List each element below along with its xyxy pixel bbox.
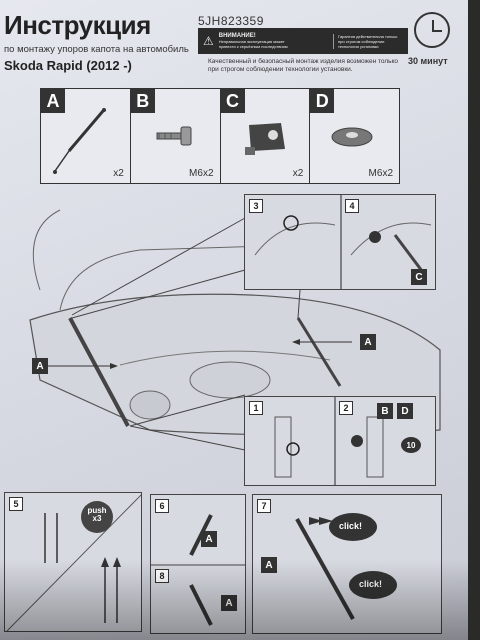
warning-body: Неправильная эксплуатация может привести…	[218, 39, 288, 49]
part-qty: M6x2	[189, 168, 214, 179]
part-b: B M6x2	[130, 88, 221, 184]
part-letter: B	[130, 89, 155, 113]
step-7-panel: 7 A click! click!	[252, 494, 442, 634]
callout-a-step8: A	[221, 595, 237, 611]
bracket-icon	[244, 123, 285, 155]
step-number: 6	[155, 499, 169, 513]
warranty-note: Гарантия действительна только при строго…	[333, 33, 403, 49]
warning-heading: ВНИМАНИЕ!	[218, 33, 256, 39]
step-5-panel: 5 push x3	[4, 492, 142, 632]
step-number: 4	[345, 199, 359, 213]
callout-b: B	[377, 403, 393, 419]
part-letter: C	[220, 89, 245, 113]
part-number: 5JH823359	[198, 14, 264, 28]
push-label: push x3	[87, 506, 107, 523]
step-number: 5	[9, 497, 23, 511]
part-a: A x2	[40, 88, 131, 184]
step-number: 2	[339, 401, 353, 415]
part-letter: A	[41, 89, 65, 113]
part-d: D M6x2	[310, 88, 400, 184]
callout-d: D	[397, 403, 413, 419]
install-time: 30 минут	[408, 56, 448, 66]
callout-a-step6: A	[201, 531, 217, 547]
step-number: 8	[155, 569, 169, 583]
callout-a-right: A	[360, 334, 376, 350]
part-qty: x2	[292, 168, 304, 179]
quality-note: Качественный и безопасный монтаж изделия…	[208, 58, 399, 73]
torque-badge: 10	[401, 437, 421, 453]
callout-c: C	[411, 269, 427, 285]
part-letter: D	[310, 89, 335, 113]
click-label-1: click!	[339, 521, 363, 531]
step-number: 3	[249, 199, 263, 213]
page-subtitle: по монтажу упоров капота на автомобиль	[4, 44, 189, 55]
page-title: Инструкция	[4, 10, 151, 40]
part-c: C x2	[220, 88, 311, 184]
detail-panel-1-2: 1 2 B D 10	[244, 396, 436, 486]
bolt-icon	[156, 126, 192, 146]
step-number: 1	[249, 401, 263, 415]
gas-strut-icon	[53, 108, 106, 174]
parts-list: A x2 B M6x2 C	[40, 88, 400, 184]
detail-panel-3-4: 3 4 C	[244, 194, 436, 290]
callout-a-left: A	[32, 358, 48, 374]
part-qty: x2	[113, 168, 124, 179]
click-label-2: click!	[359, 579, 383, 589]
step-number: 7	[257, 499, 271, 513]
step-6-8-panel: 6 8 A A	[150, 494, 246, 634]
instruction-sheet: Инструкция по монтажу упоров капота на а…	[0, 0, 468, 640]
callout-a-step7: A	[261, 557, 277, 573]
warning-icon: ⚠	[203, 34, 214, 48]
warning-box: ⚠ ВНИМАНИЕ! Неправильная эксплуатация мо…	[198, 28, 408, 54]
clock-icon	[414, 12, 450, 48]
car-model: Skoda Rapid (2012 -)	[4, 58, 132, 73]
part-qty: M6x2	[368, 168, 393, 179]
washer-icon	[331, 127, 373, 147]
